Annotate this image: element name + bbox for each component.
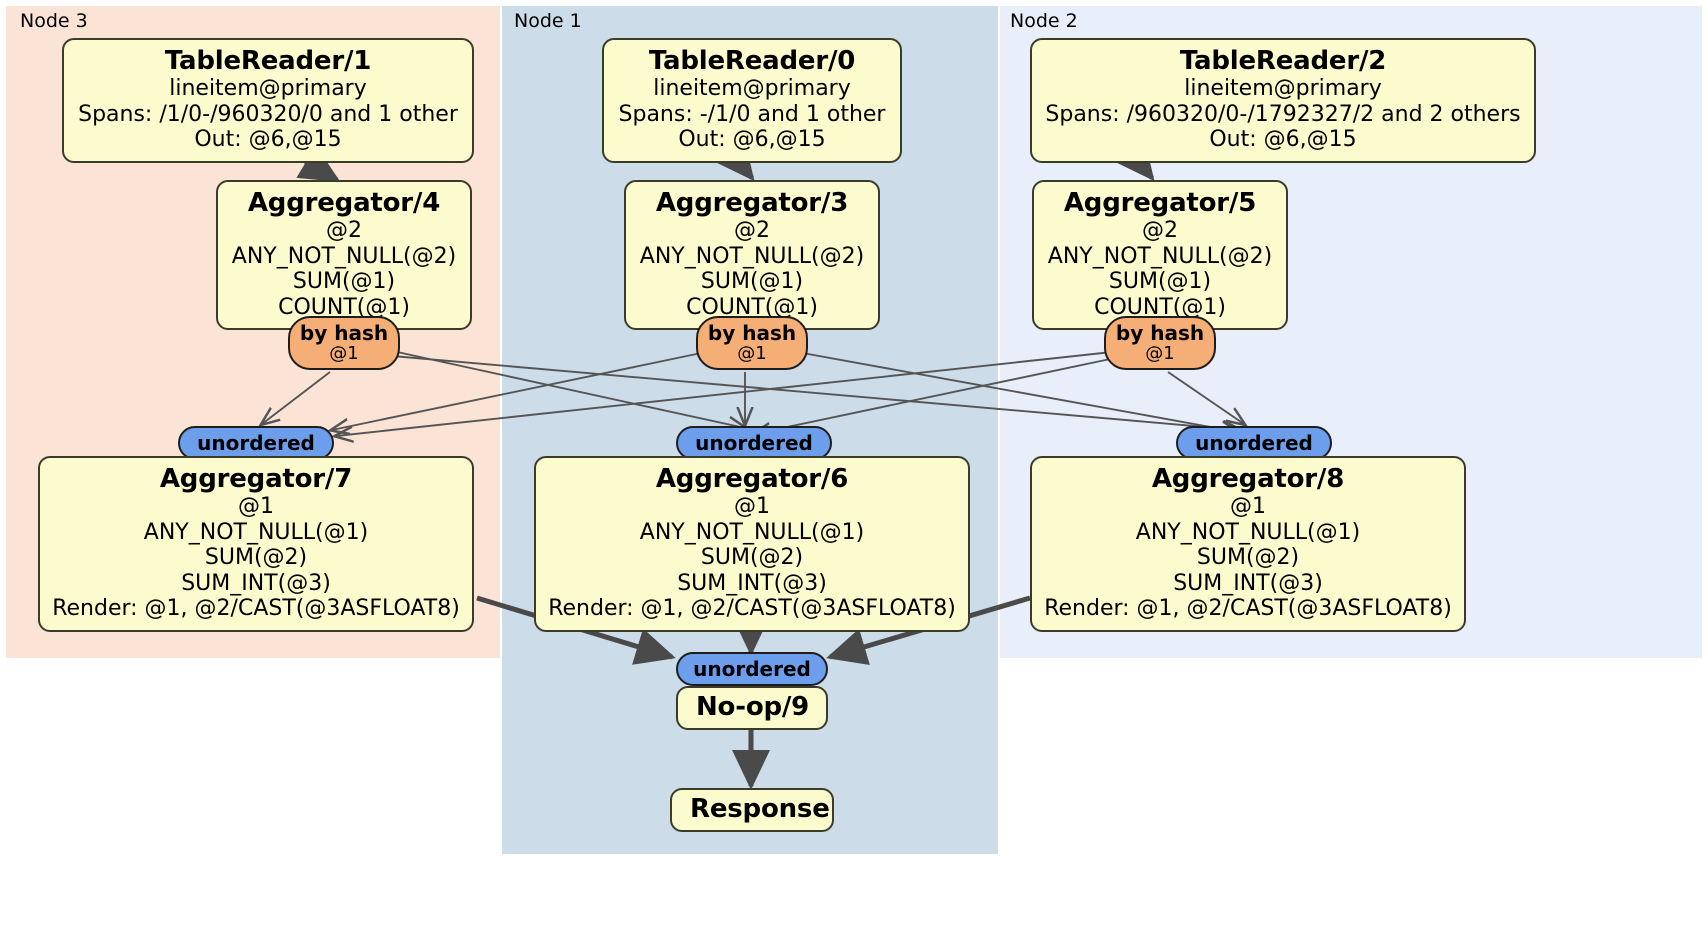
processor-aggregator-5[interactable]: Aggregator/5 @2 ANY_NOT_NULL(@2) SUM(@1)… [1032, 180, 1288, 331]
processor-detail-line: SUM(@1) [292, 269, 396, 295]
processor-detail-line: lineitem@primary [169, 76, 367, 102]
processor-detail-line: Out: @6,@15 [194, 127, 342, 153]
unordered-sync-right[interactable]: unordered [1176, 426, 1332, 460]
unordered-sync-left[interactable]: unordered [178, 426, 334, 460]
processor-detail-line: @1 [1230, 494, 1266, 520]
hash-router-key: @1 [329, 343, 359, 365]
processor-detail-line: SUM(@1) [1108, 269, 1212, 295]
processor-detail-line: COUNT(@1) [686, 294, 818, 320]
hash-router-key: @1 [1145, 343, 1175, 365]
processor-title: Aggregator/4 [247, 188, 441, 218]
processor-detail-line: @2 [734, 218, 770, 244]
processor-detail-line: lineitem@primary [653, 76, 851, 102]
processor-detail-line: SUM_INT(@3) [677, 570, 827, 596]
processor-aggregator-8[interactable]: Aggregator/8 @1 ANY_NOT_NULL(@1) SUM(@2)… [1030, 456, 1466, 632]
processor-detail-line: ANY_NOT_NULL(@2) [1047, 243, 1273, 269]
unordered-sync-label: unordered [695, 430, 813, 455]
unordered-sync-middle[interactable]: unordered [676, 426, 832, 460]
hash-router-label: by hash [1115, 320, 1205, 345]
processor-detail-line: @2 [1142, 218, 1178, 244]
hash-router-label: by hash [299, 320, 389, 345]
processor-detail-line: Render: @1, @2/CAST(@3ASFLOAT8) [52, 596, 460, 622]
processor-aggregator-6[interactable]: Aggregator/6 @1 ANY_NOT_NULL(@1) SUM(@2)… [534, 456, 970, 632]
processor-detail-line: ANY_NOT_NULL(@2) [639, 243, 865, 269]
processor-detail-line: Out: @6,@15 [1209, 127, 1357, 153]
processor-detail-line: @1 [734, 494, 770, 520]
processor-detail-line: SUM_INT(@3) [1173, 570, 1323, 596]
processor-title: Aggregator/3 [655, 188, 849, 218]
processor-detail-line: SUM(@1) [700, 269, 804, 295]
processor-table-reader-2[interactable]: TableReader/2 lineitem@primary Spans: /9… [1030, 38, 1536, 163]
processor-title: TableReader/2 [1179, 46, 1387, 76]
processor-aggregator-3[interactable]: Aggregator/3 @2 ANY_NOT_NULL(@2) SUM(@1)… [624, 180, 880, 331]
processor-detail-line: ANY_NOT_NULL(@1) [143, 519, 369, 545]
processor-table-reader-0[interactable]: TableReader/0 lineitem@primary Spans: -/… [602, 38, 902, 163]
cluster-label-node-2: Node 2 [1010, 10, 1078, 32]
processor-title: Aggregator/6 [655, 464, 849, 494]
processor-title: Aggregator/7 [159, 464, 353, 494]
processor-table-reader-1[interactable]: TableReader/1 lineitem@primary Spans: /1… [62, 38, 474, 163]
processor-detail-line: Render: @1, @2/CAST(@3ASFLOAT8) [548, 596, 956, 622]
processor-detail-line: Spans: -/1/0 and 1 other [618, 101, 886, 127]
processor-detail-line: SUM_INT(@3) [181, 570, 331, 596]
processor-detail-line: ANY_NOT_NULL(@1) [639, 519, 865, 545]
processor-aggregator-4[interactable]: Aggregator/4 @2 ANY_NOT_NULL(@2) SUM(@1)… [216, 180, 472, 331]
processor-title: Aggregator/8 [1151, 464, 1345, 494]
processor-detail-line: SUM(@2) [204, 545, 308, 571]
processor-title: Response [690, 794, 830, 824]
processor-title: TableReader/0 [648, 46, 856, 76]
unordered-sync-label: unordered [693, 656, 811, 681]
processor-detail-line: SUM(@2) [1196, 545, 1300, 571]
processor-detail-line: lineitem@primary [1184, 76, 1382, 102]
processor-detail-line: ANY_NOT_NULL(@2) [231, 243, 457, 269]
processor-detail-line: ANY_NOT_NULL(@1) [1135, 519, 1361, 545]
processor-no-op-9[interactable]: No-op/9 [676, 686, 828, 731]
unordered-sync-label: unordered [197, 430, 315, 455]
processor-detail-line: Spans: /1/0-/960320/0 and 1 other [78, 101, 458, 127]
unordered-sync-label: unordered [1195, 430, 1313, 455]
hash-router-middle[interactable]: by hash @1 [696, 316, 808, 370]
hash-router-key: @1 [737, 343, 767, 365]
processor-detail-line: @2 [326, 218, 362, 244]
processor-title: Aggregator/5 [1063, 188, 1257, 218]
processor-response[interactable]: Response [670, 788, 834, 833]
processor-aggregator-7[interactable]: Aggregator/7 @1 ANY_NOT_NULL(@1) SUM(@2)… [38, 456, 474, 632]
hash-router-label: by hash [707, 320, 797, 345]
processor-detail-line: Out: @6,@15 [678, 127, 826, 153]
processor-title: TableReader/1 [164, 46, 372, 76]
processor-detail-line: Spans: /960320/0-/1792327/2 and 2 others [1045, 101, 1521, 127]
hash-router-right[interactable]: by hash @1 [1104, 316, 1216, 370]
processor-detail-line: @1 [238, 494, 274, 520]
processor-detail-line: Render: @1, @2/CAST(@3ASFLOAT8) [1044, 596, 1452, 622]
unordered-sync-final[interactable]: unordered [676, 652, 828, 686]
processor-detail-line: SUM(@2) [700, 545, 804, 571]
cluster-label-node-3: Node 3 [20, 10, 88, 32]
cluster-label-node-1: Node 1 [514, 10, 582, 32]
hash-router-left[interactable]: by hash @1 [288, 316, 400, 370]
processor-title: No-op/9 [696, 692, 810, 722]
processor-detail-line: COUNT(@1) [278, 294, 410, 320]
processor-detail-line: COUNT(@1) [1094, 294, 1226, 320]
